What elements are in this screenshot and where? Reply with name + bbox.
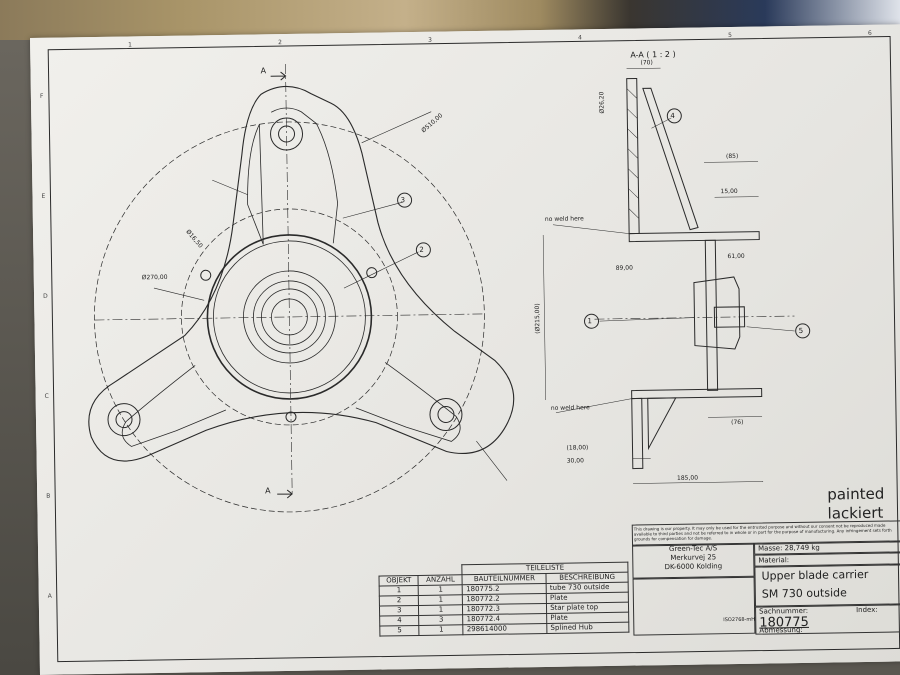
leader-dia-510 [361,111,432,144]
section-arrow-bottom [277,489,293,499]
dim-185: 185,00 [676,474,699,482]
section-hub [693,276,741,350]
section-plate-bottom [631,397,644,470]
dim-dia-26: Ø26,20 [598,91,606,114]
title-line-1: Upper blade carrier [761,567,869,583]
col-header-bauteilnummer: BAUTEILNUMMER [462,573,547,585]
left-arm-inner [121,365,227,447]
border-col-4: 4 [578,34,582,41]
technical-drawing: 1 2 3 4 5 6 F E D C B A [40,30,900,663]
dim-line-15 [714,196,759,198]
border-row-c: C [45,393,49,400]
leader-weld-2 [476,440,508,481]
title-block-tolerance: ISO2768-mH [723,616,756,624]
balloon-4 [666,108,682,124]
balloon-4-label: 4 [670,111,675,120]
bolt-hole-1 [200,269,212,281]
dim-18: (18,00) [566,444,589,452]
dim-dia-270: Ø270,00 [141,273,168,282]
balloon-3-label: 3 [400,196,406,205]
dim-line-70 [626,67,661,69]
lobe-hole-left-outer [107,403,141,437]
lobe-hole-right-outer [429,398,463,432]
col-header-anzahl: ANZAHL [418,574,463,586]
border-row-b: B [46,493,50,500]
section-tube-bottom [631,388,763,400]
leader-weld-1 [212,179,248,195]
parts-list-table: TEILELISTE OBJEKT ANZAHL BAUTEILNUMMER B… [378,562,629,637]
note-weld-top: no weld here [544,215,584,223]
border-col-5: 5 [728,32,732,39]
abmessung-label: Abmessung: [759,625,803,635]
border-col-2: 2 [278,39,282,46]
upper-arm-inner [271,107,339,244]
balloon-5-label: 5 [798,326,804,335]
title-block-title: Upper blade carrier SM 730 outside [754,564,900,607]
dim-76: (76) [731,418,744,427]
dim-line-185 [633,481,764,484]
title-block-number: Sachnummer: Index: 180775 Abmessung: [755,604,900,635]
section-gusset-bottom [647,397,677,451]
balloon-2 [415,242,431,258]
lobe-hole-left-inner [115,411,133,429]
border-col-3: 3 [428,37,432,44]
section-mark-bottom: A [265,486,271,496]
border-col-1: 1 [128,41,132,48]
balloon-1-label: 1 [587,317,593,326]
dim-line-215 [542,234,546,400]
border-row-e: E [41,193,45,200]
finish-note-en: painted [827,484,885,504]
sheet-border [47,35,900,663]
dim-85: (85) [725,152,739,161]
leader-1 [599,317,695,322]
note-weld-bottom: no weld here [550,404,590,412]
section-gusset [642,87,699,231]
title-line-2: SM 730 outside [761,586,847,601]
lobe-hole-right-inner [437,406,455,424]
section-plate-top [626,77,640,235]
leader-2 [343,251,419,289]
dim-70: (70) [640,59,653,67]
leader-weld-bottom [555,398,632,414]
front-view [88,63,515,513]
leader-3 [342,201,403,219]
leader-dia-270 [153,287,205,301]
section-tube-top [628,231,760,243]
title-block-company: Green-Tec A/S Merkurvej 25 DK-6000 Koldi… [632,542,755,579]
balloon-5 [795,323,811,339]
company-city: DK-6000 Kolding [664,562,723,572]
leader-5 [746,326,795,332]
dim-30: 30,00 [566,457,584,465]
col-header-objekt: OBJEKT [378,575,419,587]
dim-15: 15,00 [720,187,738,196]
balloon-1 [584,313,600,329]
dim-89: 89,00 [615,264,633,272]
leader-weld-top [552,224,630,234]
index-label: Index: [856,605,878,615]
dim-61: 61,00 [727,252,745,261]
bolt-hole-2 [366,267,378,279]
section-title: A-A ( 1 : 2 ) [630,49,676,60]
border-row-d: D [43,293,48,300]
section-inner-plate [704,239,719,391]
border-col-6: 6 [868,30,872,37]
upper-arm-left [247,124,264,245]
title-block-revision-grid [632,576,756,636]
dim-line-76 [708,416,763,418]
section-arrow-top [270,71,287,81]
dim-line-85 [704,161,759,163]
drawing-sheet: 1 2 3 4 5 6 F E D C B A A-A ( 1 : 2 ) A … [30,24,900,675]
border-row-f: F [40,93,44,100]
border-row-a: A [48,593,53,600]
section-view [542,67,795,484]
balloon-2-label: 2 [419,245,424,254]
dim-dia-215: (Ø215,00) [533,303,542,334]
section-mark-top: A [260,66,267,76]
balloon-3 [397,192,413,208]
centerline-vertical [285,63,293,494]
right-arm-inner [355,362,461,442]
